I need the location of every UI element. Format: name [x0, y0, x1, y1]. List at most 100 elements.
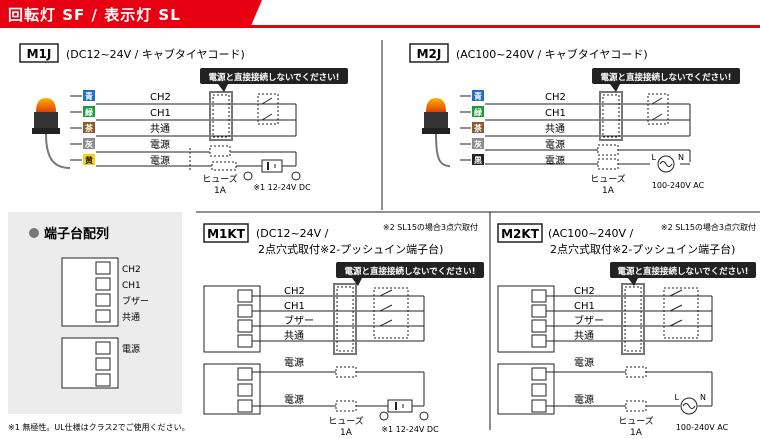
terminal-label: CH2 — [122, 265, 141, 275]
line-n: N — [700, 393, 706, 402]
minus-terminal-icon — [291, 171, 301, 181]
power-label: 電源 — [574, 356, 594, 369]
wire-tag: 緑 — [85, 107, 94, 117]
supply-note: 100-240V AC — [652, 181, 705, 190]
m2j-subtitle: (AC100~240V / キャブタイヤコード) — [456, 47, 648, 61]
m1kt-line2: 2点穴式取付※2-プッシュイン端子台) — [258, 242, 443, 256]
warning-callout — [610, 262, 756, 278]
warning-text: 電源と直接接続しないでください! — [344, 266, 475, 277]
fuse-rating: 1A — [630, 428, 643, 438]
switch-contact — [261, 113, 273, 121]
wire-label: 電源 — [150, 138, 170, 151]
wire-label: 共通 — [150, 123, 170, 135]
supply-note: 100-240V AC — [676, 423, 729, 432]
wire-label: CH1 — [150, 108, 171, 119]
isolation-box — [599, 91, 623, 141]
wire-label: 共通 — [574, 330, 594, 342]
wire-tag-swatch — [83, 138, 95, 149]
fuse-label: ヒューズ — [328, 415, 364, 427]
line-l: L — [675, 393, 680, 402]
wire-label: CH1 — [574, 301, 595, 312]
fuse-rating: 1A — [340, 428, 353, 438]
m1kt-badge-text: M1KT — [207, 227, 246, 241]
m1kt-line1: (DC12~24V / — [256, 227, 329, 240]
terminal-arrangement: 端子台配列 CH2 CH1 ブザー 共通 電源 ※1 無極性。UL仕様はクラス2… — [8, 212, 190, 432]
wire-tag-swatch — [472, 106, 484, 117]
m1j-wire-list: 青 CH2 緑 CH1 茶 共通 灰 電源 黄 電源 — [83, 90, 171, 167]
contact-box — [647, 93, 669, 125]
wire-label: 共通 — [284, 330, 304, 342]
ac-supply-icon — [657, 155, 675, 173]
wire-label: 共通 — [545, 123, 565, 135]
fuse-symbol — [211, 161, 237, 171]
fuse-symbol — [209, 145, 231, 157]
wire-label: 電源 — [545, 138, 565, 151]
wire-tag: 青 — [474, 91, 482, 101]
fuse-label: ヒューズ — [618, 415, 654, 427]
m2kt-badge-text: M2KT — [501, 227, 540, 241]
isolation-box — [209, 91, 233, 141]
wire-tag-swatch — [472, 90, 484, 101]
warning-callout — [592, 68, 740, 84]
wire-tag: 灰 — [474, 139, 482, 149]
fuse-symbol — [597, 158, 619, 170]
m1kt-badge — [203, 223, 249, 243]
footnote: ※1 無極性。UL仕様はクラス2でご使用ください。 — [8, 422, 190, 432]
m2j-wire-list: 青 CH2 緑 CH1 茶 共通 灰 電源 黒 電源 — [472, 90, 566, 167]
supply-note: ※1 12-24V DC — [253, 183, 311, 192]
wire-tag: 灰 — [85, 139, 93, 149]
beacon-icon — [422, 98, 451, 167]
supply-note: ※1 12-24V DC — [381, 425, 439, 434]
m1kt-diagram: M1KT (DC12~24V / 2点穴式取付※2-プッシュイン端子台) ※2 … — [203, 222, 484, 438]
warning-text: 電源と直接接続しないでください! — [208, 72, 339, 83]
fuse-rating: 1A — [602, 186, 615, 196]
wire-tag-swatch — [83, 154, 95, 165]
m2kt-badge — [497, 223, 543, 243]
wire-tag-swatch — [472, 122, 484, 133]
line-n: N — [678, 153, 684, 162]
wire-label: CH1 — [545, 108, 566, 119]
header-rule — [250, 25, 760, 28]
plus-terminal-icon — [379, 411, 389, 421]
isolation-box-inner — [212, 94, 230, 138]
warning-text: 電源と直接接続しないでください! — [617, 266, 748, 277]
section-header: 回転灯 SF / 表示灯 SL — [0, 0, 760, 28]
wire-tag: 茶 — [473, 123, 483, 133]
m1j-wires — [70, 95, 297, 167]
wire-tag: 黒 — [474, 155, 482, 165]
power-label: 電源 — [574, 393, 594, 406]
switch-contact — [261, 97, 273, 105]
contact-box — [257, 93, 279, 125]
isolation-box-inner — [602, 94, 620, 138]
fuse-symbol — [335, 366, 357, 378]
terminal-title: 端子台配列 — [44, 226, 109, 242]
wire-tag: 茶 — [84, 123, 94, 133]
wire-label: CH2 — [574, 286, 595, 297]
isolation-box — [333, 283, 357, 355]
wire-label: 電源 — [545, 154, 565, 167]
m2j-badge-text: M2J — [417, 47, 442, 61]
wire-label: ブザー — [284, 314, 314, 327]
wire-label: ブザー — [574, 314, 604, 327]
wire-label: CH1 — [284, 301, 305, 312]
fuse-symbol — [335, 400, 357, 412]
page-title: 回転灯 SF / 表示灯 SL — [8, 6, 181, 24]
wire-tag: 青 — [85, 91, 93, 101]
m1j-subtitle: (DC12~24V / キャブタイヤコード) — [66, 47, 245, 61]
switch-contact — [651, 113, 663, 121]
wire-tag-swatch — [472, 138, 484, 149]
warning-callout — [336, 262, 484, 278]
contact-box — [663, 287, 699, 339]
bullet-icon — [29, 228, 39, 238]
fuse-symbol — [625, 366, 647, 378]
ac-supply-icon — [680, 397, 698, 415]
beacon-icon — [32, 98, 71, 169]
m2j-wires — [460, 95, 691, 165]
warning-text: 電源と直接接続しないでください! — [600, 72, 731, 83]
line-l: L — [652, 153, 657, 162]
m2j-badge — [409, 43, 449, 63]
terminal-label: 電源 — [122, 344, 140, 355]
power-label: 電源 — [284, 356, 304, 369]
m2kt-note: ※2 SL15の場合3点穴取付 — [661, 222, 756, 232]
fuse-label: ヒューズ — [202, 173, 238, 185]
